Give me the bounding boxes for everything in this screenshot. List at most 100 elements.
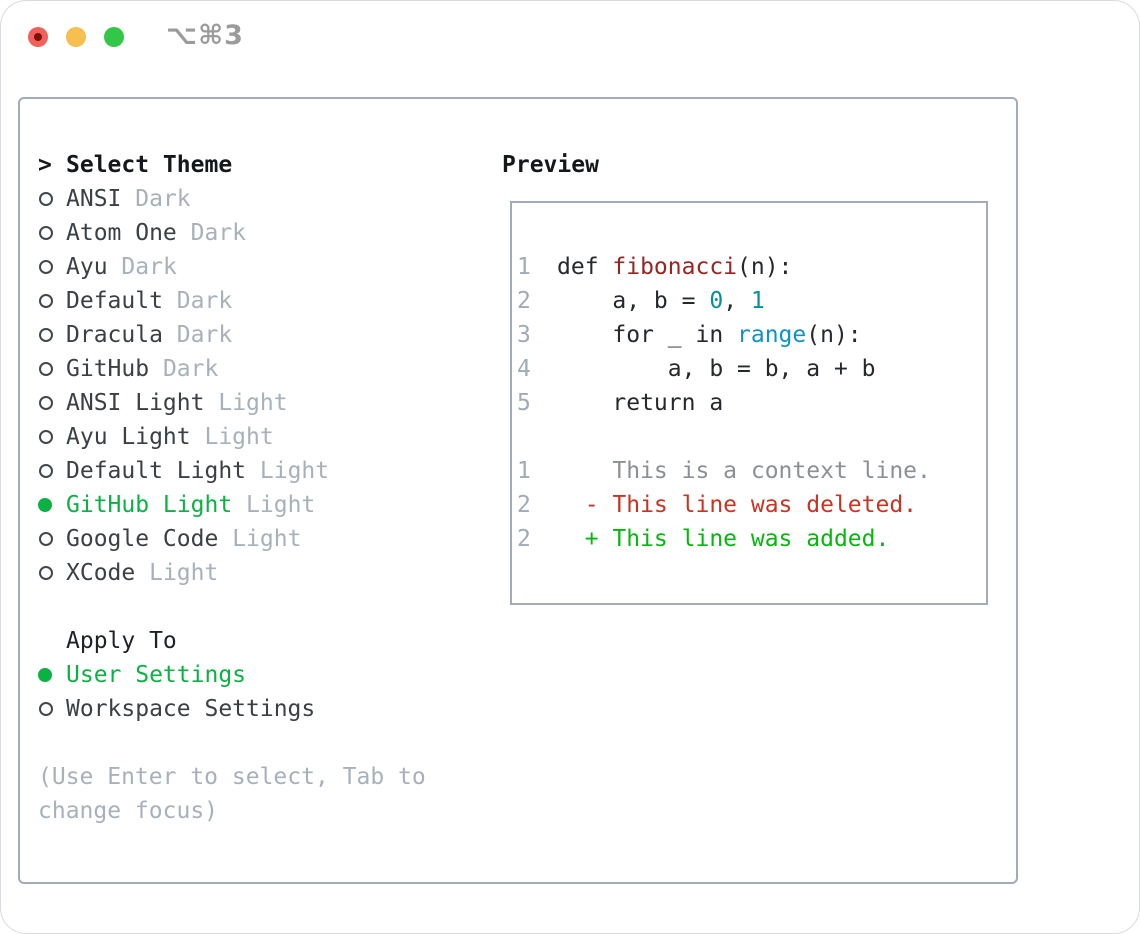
apply-option-workspace-settings[interactable]: Workspace Settings [38,692,434,726]
theme-item-label: Dracula Dark [66,318,232,352]
line-number: 2 [517,288,531,314]
spacer [38,590,434,624]
theme-variant: Dark [121,254,177,280]
prompt-icon: > [38,152,52,178]
diff-text: This is a context line. [557,458,931,484]
titlebar: ⌥⌘3 [0,0,1140,75]
radio-icon [39,396,53,410]
radio-icon [39,294,53,308]
line-number: 5 [517,390,531,416]
theme-name: ANSI Light [66,390,205,416]
line-number: 1 [517,254,531,280]
theme-item-ansi-dark[interactable]: ANSI Dark [38,182,434,216]
minimize-button[interactable] [66,27,86,47]
diff-text: - This line was deleted. [557,492,918,518]
theme-name: Atom One [66,220,177,246]
diff-text: + This line was added. [557,526,890,552]
theme-variant: Light [218,390,288,416]
diff-line-added: 2 + This line was added. [517,522,986,556]
code-text: return a [557,390,724,416]
theme-item-label: Atom One Dark [66,216,246,250]
code-line: 2 a, b = 0, 1 [517,284,986,318]
radio-icon [39,226,53,240]
radio-selected-icon [38,498,52,512]
theme-item-label: ANSI Light Light [66,386,288,420]
code-line: 1 def fibonacci(n): [517,250,986,284]
theme-variant: Light [259,458,330,484]
radio-icon [39,566,53,580]
theme-item-google-code-light[interactable]: Google Code Light [38,522,434,556]
theme-item-github-light-light[interactable]: GitHub Light Light [38,488,434,522]
theme-item-ayu-dark[interactable]: Ayu Dark [38,250,434,284]
code-text: def fibonacci(n): [557,254,793,280]
radio-icon [39,702,53,716]
line-number: 4 [517,356,531,382]
theme-variant: Light [204,424,274,450]
theme-name: Google Code [66,526,219,552]
diff-line-context: 1 This is a context line. [517,454,986,488]
theme-variant: Dark [176,322,233,348]
theme-item-label: Ayu Light Light [66,420,274,454]
diff-preview: 1 This is a context line.2 - This line w… [517,454,986,556]
zoom-button[interactable] [104,27,124,47]
line-number: 3 [517,322,531,348]
help-text: (Use Enter to select, Tab to change focu… [38,764,426,824]
theme-item-label: Ayu Dark [66,250,177,284]
theme-item-github-dark[interactable]: GitHub Dark [38,352,434,386]
theme-name: Default Light [66,458,247,484]
blank-line [517,420,986,454]
code-line: 5 return a [517,386,986,420]
theme-item-atom-one-dark[interactable]: Atom One Dark [38,216,434,250]
close-dot-icon [34,33,42,41]
theme-item-default-dark[interactable]: Default Dark [38,284,434,318]
theme-item-ansi-light-light[interactable]: ANSI Light Light [38,386,434,420]
radio-icon [39,362,53,376]
theme-variant: Dark [190,220,247,246]
theme-name: GitHub [66,356,150,382]
theme-item-label: ANSI Dark [66,182,191,216]
theme-variant: Dark [162,356,219,382]
theme-item-label: Google Code Light [66,522,301,556]
apply-option-user-settings[interactable]: User Settings [38,658,434,692]
apply-to-title: Apply To [66,628,177,654]
theme-name: ANSI [66,186,122,212]
apply-option-label: Workspace Settings [66,696,316,722]
radio-icon [39,260,53,274]
theme-name: Ayu [66,254,108,280]
select-theme-header: > Select Theme [38,148,434,182]
theme-item-dracula-dark[interactable]: Dracula Dark [38,318,434,352]
code-line: 4 a, b = b, a + b [517,352,986,386]
radio-icon [39,328,53,342]
theme-name: Default [66,288,163,314]
theme-name: Ayu Light [66,424,191,450]
apply-option-label: User Settings [66,662,247,688]
theme-item-label: Default Light Light [66,454,329,488]
radio-icon [39,430,53,444]
apply-to-indent [38,624,66,658]
theme-variant: Dark [135,186,191,212]
theme-item-default-light-light[interactable]: Default Light Light [38,454,434,488]
theme-variant: Light [149,560,219,586]
code-line: 3 for _ in range(n): [517,318,986,352]
theme-variant: Dark [176,288,233,314]
close-button[interactable] [28,27,48,47]
theme-name: XCode [66,560,136,586]
select-theme-title: Select Theme [66,152,233,178]
theme-variant: Light [232,526,302,552]
radio-icon [39,464,53,478]
code-text: for _ in range(n): [557,322,862,348]
theme-variant: Light [246,492,316,518]
theme-item-xcode-light[interactable]: XCode Light [38,556,434,590]
preview-title: Preview [502,152,599,178]
window-title: ⌥⌘3 [166,20,244,51]
line-number: 1 [517,458,531,484]
theme-name: GitHub Light [66,492,233,518]
theme-name: Dracula [66,322,163,348]
theme-item-ayu-light-light[interactable]: Ayu Light Light [38,420,434,454]
